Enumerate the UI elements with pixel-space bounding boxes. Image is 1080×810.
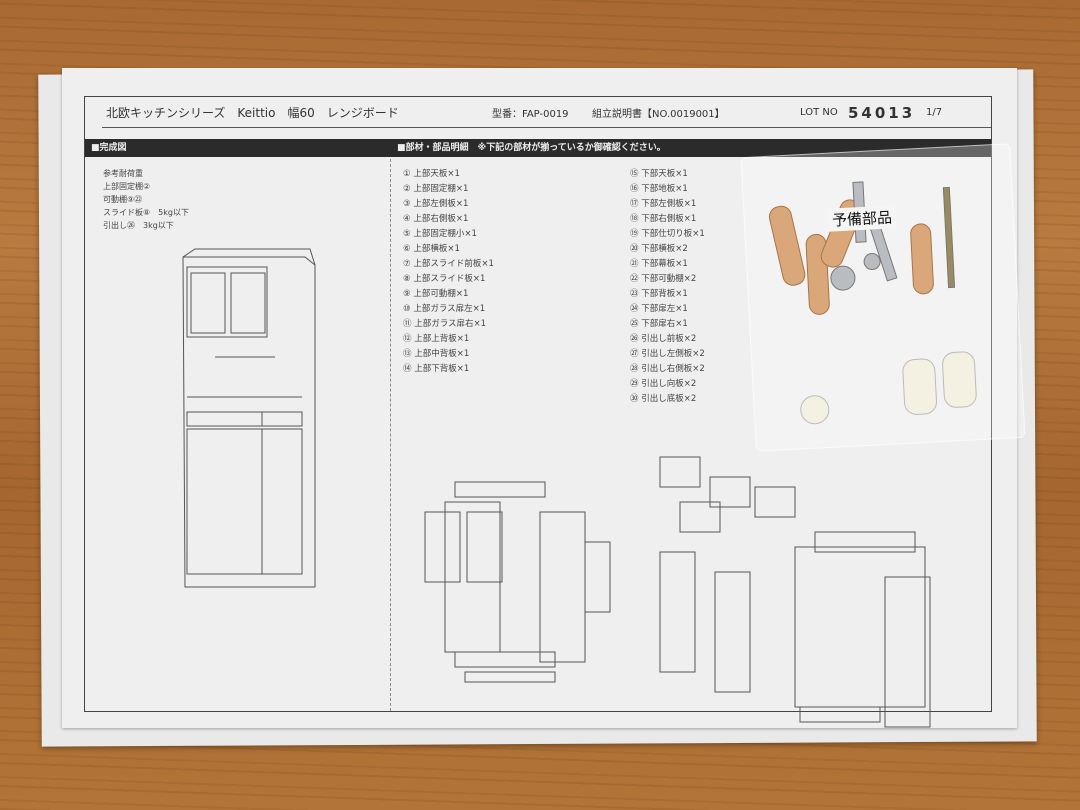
part-item: ⑮ 下部天板×1 [630, 169, 688, 179]
spare-parts-label: 予備部品 [827, 205, 897, 232]
part-item: ⑳ 下部横板×2 [630, 244, 688, 254]
page-number: 1/7 [926, 107, 943, 118]
section-divider [390, 159, 391, 711]
note: 参考耐荷重 [103, 169, 143, 178]
part-item: ㉘ 引出し右側板×2 [630, 364, 705, 374]
note: 可動棚⑨㉒ [103, 195, 143, 204]
part-item: ⑱ 下部右側板×1 [630, 214, 697, 224]
part-item: ㉓ 下部背板×1 [630, 289, 688, 299]
part-item: ⑦ 上部スライド前板×1 [403, 259, 494, 269]
spare-parts-bag [740, 143, 1026, 452]
lower-parts-list: ⑮ 下部天板×1 ⑯ 下部地板×1 ⑰ 下部左側板×1 ⑱ 下部右側板×1 ⑲ 下部仕切… [630, 167, 705, 407]
part-item: ㉖ 引出し前板×2 [630, 334, 697, 344]
note: スライド板⑧ 5kg以下 [103, 208, 189, 217]
hardware-icon [768, 181, 977, 425]
completed-section-bar: ■完成図 [85, 139, 391, 157]
manual-number: 組立説明書【NO.0019001】 [592, 109, 725, 120]
part-item: ④ 上部右側板×1 [403, 214, 469, 224]
note: 引出し㉖ 3kg以下 [103, 221, 174, 230]
document-header: 北欧キッチンシリーズ Keittio 幅60 レンジボード 型番：FAP-001… [102, 98, 992, 128]
part-item: ⑪ 上部ガラス扉右×1 [403, 319, 487, 329]
part-item: ㉒ 下部可動棚×2 [630, 274, 697, 284]
part-item: ㉙ 引出し向板×2 [630, 379, 697, 389]
part-item: ⑩ 上部ガラス扉左×1 [403, 304, 486, 314]
part-item: ② 上部固定棚×1 [403, 184, 469, 194]
part-item: ㉗ 引出し左側板×2 [630, 349, 705, 359]
part-item: ⑧ 上部スライド板×1 [403, 274, 486, 284]
load-notes: 参考耐荷重 上部固定棚② 可動棚⑨㉒ スライド板⑧ 5kg以下 引出し㉖ 3kg… [103, 167, 189, 232]
lot-number: 54013 [848, 103, 916, 122]
product-title: 北欧キッチンシリーズ Keittio 幅60 レンジボード [106, 106, 399, 120]
part-item: ⑤ 上部固定棚小×1 [403, 229, 477, 239]
parts-section-bar: ■部材・部品明細 ※下記の部材が揃っているか御確認ください。 [391, 139, 991, 157]
lot-label: LOT NO [800, 107, 838, 118]
content-frame: ■完成図 ■部材・部品明細 ※下記の部材が揃っているか御確認ください。 参考耐荷… [84, 96, 992, 728]
part-item: ① 上部天板×1 [403, 169, 460, 179]
upper-parts-list: ① 上部天板×1 ② 上部固定棚×1 ③ 上部左側板×1 ④ 上部右側板×1 ⑤ 上部固… [403, 167, 494, 377]
part-item: ③ 上部左側板×1 [403, 199, 469, 209]
part-item: ㉚ 引出し底板×2 [630, 394, 697, 404]
note: 上部固定棚② [103, 182, 151, 191]
part-item: ㉔ 下部扉左×1 [630, 304, 688, 314]
part-item: ⑲ 下部仕切り板×1 [630, 229, 705, 239]
part-item: ⑯ 下部地板×1 [630, 184, 688, 194]
part-item: ㉑ 下部幕板×1 [630, 259, 688, 269]
part-item: ㉕ 下部扉右×1 [630, 319, 688, 329]
upper-assembly-drawing [424, 481, 611, 683]
part-item: ⑰ 下部左側板×1 [630, 199, 697, 209]
part-item: ⑥ 上部横板×1 [403, 244, 460, 254]
part-item: ⑬ 上部中背板×1 [403, 349, 470, 359]
lower-assembly-drawing [659, 456, 931, 728]
model-number: 型番：FAP-0019 [492, 109, 569, 120]
part-item: ⑨ 上部可動棚×1 [403, 289, 469, 299]
part-item: ⑭ 上部下背板×1 [403, 364, 470, 374]
instruction-sheet: 北欧キッチンシリーズ Keittio 幅60 レンジボード 型番：FAP-001… [62, 68, 1017, 728]
part-item: ⑫ 上部上背板×1 [403, 334, 470, 344]
completed-cabinet-drawing [182, 248, 316, 588]
